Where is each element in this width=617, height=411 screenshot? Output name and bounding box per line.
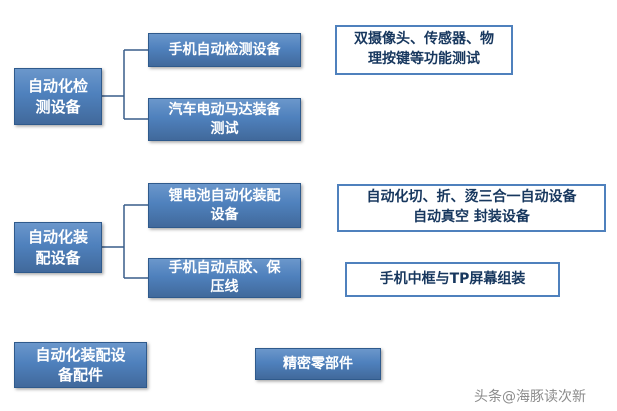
callout-auto-cut-fold-seal-equipment: 自动化切、折、烫三合一自动设备 自动真空 封装设备 [337, 184, 606, 232]
callout-camera-sensor-function-test: 双摄像头、传感器、物 理按键等功能测试 [335, 25, 513, 75]
connector-detection-group [102, 49, 148, 120]
connector-assembly-group [102, 204, 148, 279]
callout-midframe-tp-screen-assembly: 手机中框与TP屏幕组装 [345, 262, 560, 297]
node-phone-auto-detection: 手机自动检测设备 [148, 33, 301, 67]
node-lithium-battery-assembly: 锂电池自动化装配 设备 [148, 183, 301, 228]
node-car-motor-test: 汽车电动马达装备 测试 [148, 98, 301, 141]
watermark-text: 头条@海豚读次新 [474, 389, 586, 405]
node-automated-detection-equipment: 自动化检 测设备 [14, 68, 102, 125]
node-precision-parts: 精密零部件 [255, 348, 381, 380]
node-automated-assembly-equipment: 自动化装 配设备 [14, 222, 102, 273]
watermark: 头条@海豚读次新 [474, 386, 614, 406]
node-phone-glue-pressure-line: 手机自动点胶、保 压线 [148, 258, 301, 298]
node-assembly-equipment-parts: 自动化装配设 备配件 [14, 342, 147, 388]
